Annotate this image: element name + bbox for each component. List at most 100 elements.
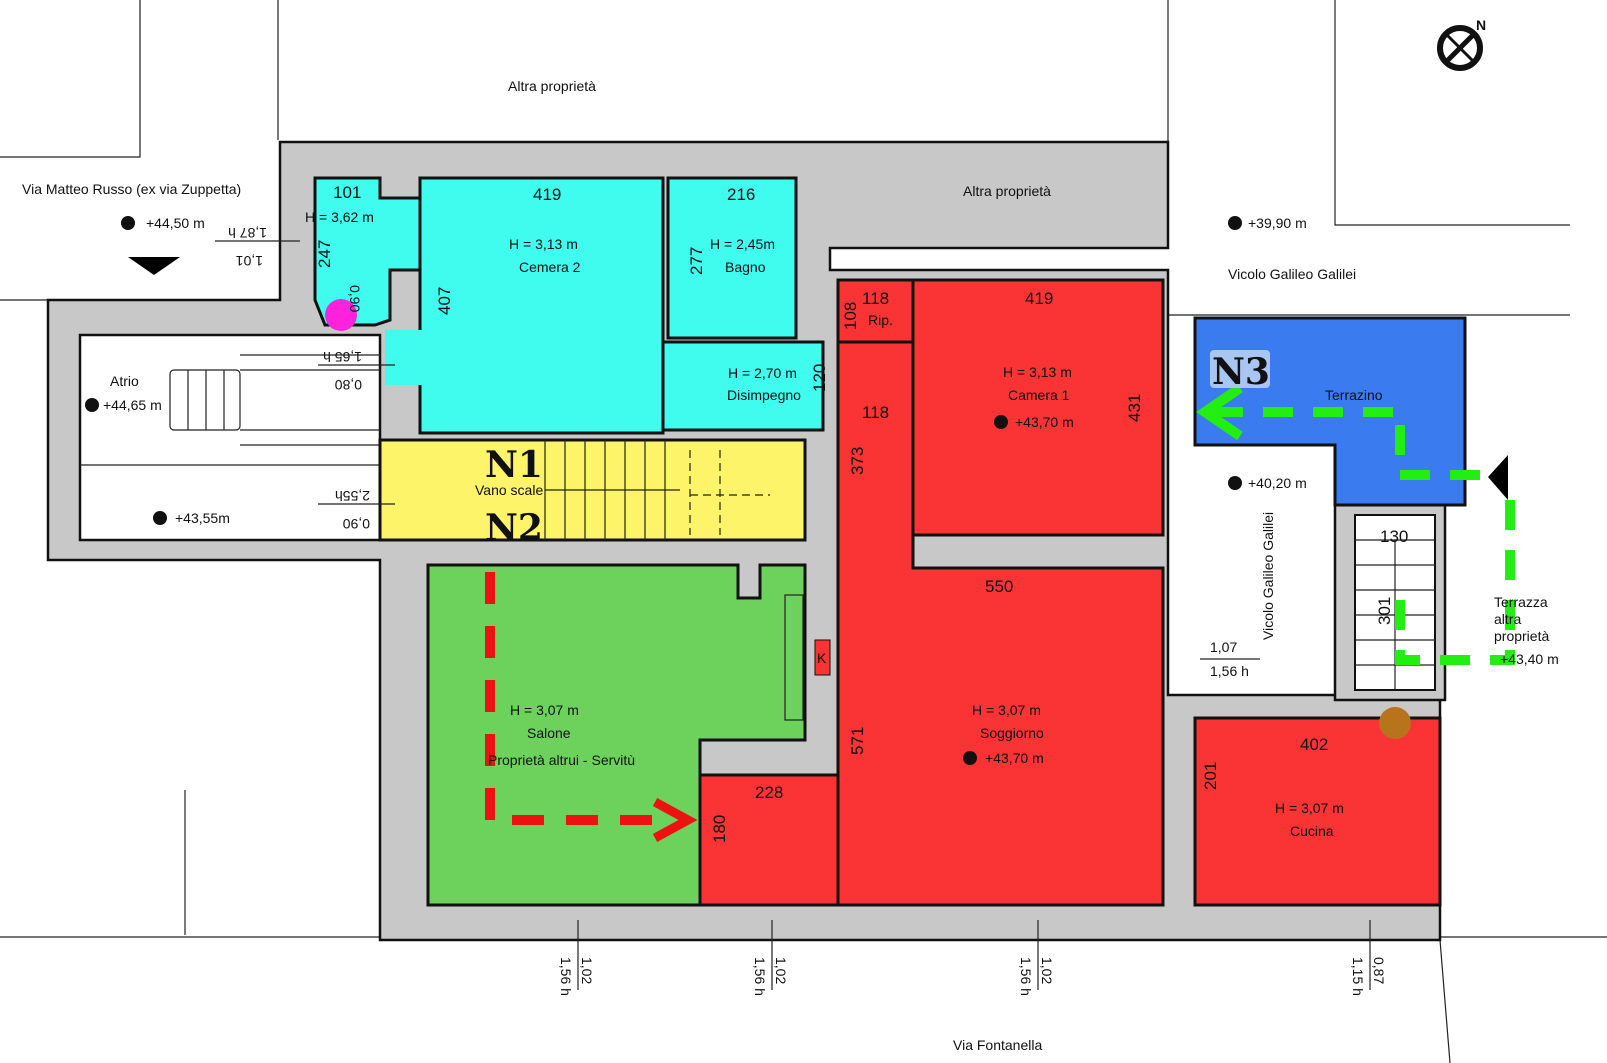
soggiorno-name: Soggiorno [980, 725, 1044, 741]
window-3-a: 1,56 h [1018, 957, 1034, 996]
label-altra-proprieta-top: Altra proprietà [508, 78, 596, 94]
brown-marker [1379, 707, 1411, 739]
window-atrio-a: 1,65 h [323, 349, 362, 365]
dim-108: 108 [841, 302, 860, 330]
atrio-stairs [80, 354, 380, 466]
label-terrazza: Terrazza [1494, 594, 1548, 610]
fireplace [784, 594, 804, 721]
camera1-height: H = 3,13 m [1003, 364, 1072, 380]
room-atrio [78, 333, 382, 542]
dimensions: 101 419 216 419 118 118 550 228 402 130 … [215, 183, 1408, 996]
elev-camera1: +43,70 m [1015, 414, 1074, 430]
label-vicolo-galileo-top: Vicolo Galileo Galilei [1228, 266, 1356, 282]
elev-atrio-low: +43,55m [175, 510, 230, 526]
magenta-marker [325, 299, 357, 331]
label-terrazza-3: proprietà [1494, 628, 1549, 644]
window-2-b: 1,02 [773, 957, 789, 984]
svg-text:N: N [1476, 17, 1486, 33]
soggiorno-height: H = 3,07 m [972, 702, 1041, 718]
dim-373: 373 [848, 447, 867, 475]
bagno-height: H = 2,45m [710, 236, 775, 252]
dim-247: 247 [315, 240, 334, 268]
bagno-name: Bagno [725, 259, 766, 275]
dim-101: 101 [333, 183, 361, 202]
window-4-b: 0,87 [1371, 957, 1387, 984]
room-disimpegno [661, 340, 825, 432]
atrio-name: Atrio [110, 373, 139, 389]
disimpegno-name: Disimpegno [727, 387, 801, 403]
dim-118b: 118 [862, 403, 889, 422]
room-cucina [1193, 716, 1442, 907]
dim-301: 301 [1375, 597, 1394, 625]
main-stair-treads [544, 440, 770, 540]
dim-180: 180 [710, 815, 729, 843]
rip-name: Rip. [868, 312, 893, 328]
salone-height: H = 3,07 m [510, 702, 579, 718]
marker-n2: N2 [485, 507, 543, 549]
cemera2-height: H = 3,13 m [509, 236, 578, 252]
entrance-triangle-right [1488, 455, 1508, 500]
marker-n1: N1 [485, 444, 543, 486]
window-1-b: 1,02 [579, 957, 595, 984]
window-2-a: 1,56 h [752, 957, 768, 996]
elev-terrazza: +43,40 m [1500, 651, 1559, 667]
dim-228: 228 [755, 783, 783, 802]
dim-216: 216 [727, 185, 755, 204]
green-dashed-path [1205, 407, 1515, 665]
window-atrio-b: 0,80 [335, 377, 362, 393]
elev-soggiorno: +43,70 m [985, 750, 1044, 766]
k-label: K [817, 650, 827, 666]
window-1-a: 1,56 h [558, 957, 574, 996]
dim-550: 550 [985, 577, 1013, 596]
disimpegno-height: H = 2,70 m [728, 365, 797, 381]
red-arrow-head [652, 798, 698, 842]
label-terrazza-2: altra [1494, 611, 1521, 627]
salone-name: Salone [527, 725, 571, 741]
room-cemera-2 [418, 176, 665, 435]
room-corridor-south [698, 773, 840, 907]
vano-scale-name: Vano scale [475, 482, 543, 498]
cemera2-name: Cemera 2 [519, 259, 581, 275]
window-vicolo-b: 1,56 h [1210, 663, 1249, 679]
elev-vicolo: +40,20 m [1248, 475, 1307, 491]
room-bagno [666, 176, 798, 340]
window-stair-a: 2,55h [335, 488, 370, 504]
window-stair-b: 0,90 [343, 516, 370, 532]
elev-vicolo-top: +39,90 m [1248, 215, 1307, 231]
window-vicolo-a: 1,07 [1210, 639, 1237, 655]
terrazino-name: Terrazino [1325, 387, 1383, 403]
north-arrow-icon: N [1437, 17, 1486, 71]
elev-atrio: +44,65 m [103, 397, 162, 413]
camera1-name: Camera 1 [1008, 387, 1070, 403]
green-arrow-head [1196, 383, 1243, 441]
dim-431: 431 [1125, 394, 1144, 422]
label-via-fontanella: Via Fontanella [953, 1037, 1042, 1053]
entrance-triangle-left [128, 257, 180, 275]
elevation-marker-icons [85, 216, 1242, 765]
room-entry [313, 176, 422, 327]
marker-n3-bg [1210, 350, 1270, 388]
marker-n3: N3 [1212, 351, 1270, 393]
red-dashed-path [485, 572, 698, 842]
dim-120: 120 [810, 364, 829, 392]
salone-note: Proprietà altrui - Servitù [488, 752, 635, 768]
cucina-name: Cucina [1290, 823, 1334, 839]
label-via-matteo-russo: Via Matteo Russo (ex via Zuppetta) [22, 181, 241, 197]
room-camera-1 [911, 278, 1165, 537]
dim-402: 402 [1300, 735, 1328, 754]
dim-419b: 419 [1025, 289, 1053, 308]
door-k [814, 639, 831, 676]
window-left-b: 1,01 [236, 253, 263, 269]
dim-090a: 0,90 [347, 285, 363, 312]
label-vicolo-galileo-vertical: Vicolo Galileo Galilei [1260, 512, 1276, 640]
dim-277: 277 [687, 247, 706, 275]
dim-118a: 118 [862, 289, 889, 308]
window-left-a: 1,87 h [228, 225, 267, 241]
dim-130: 130 [1380, 527, 1408, 546]
dim-571: 571 [848, 727, 867, 755]
dim-419a: 419 [533, 185, 561, 204]
label-altra-proprieta-right: Altra proprietà [963, 183, 1051, 199]
window-4-a: 1,15 h [1350, 957, 1366, 996]
elev-street-left: +44,50 m [146, 215, 205, 231]
